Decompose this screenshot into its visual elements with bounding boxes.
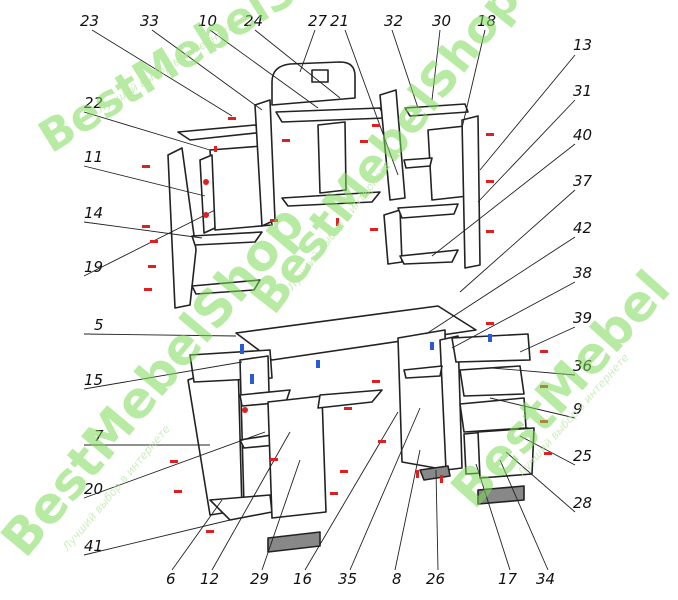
plinth-left <box>267 531 321 553</box>
callout-5: 5 <box>94 316 104 334</box>
plinth-mid <box>419 465 451 481</box>
callout-labels: 23 33 10 24 27 21 32 30 18 13 22 31 40 1… <box>80 12 593 588</box>
callout-19: 19 <box>84 258 103 276</box>
drawer-1 <box>451 333 531 363</box>
callout-26: 26 <box>426 570 445 588</box>
shelf-left-top <box>177 124 266 141</box>
shelf-left-2 <box>191 279 261 295</box>
left-base <box>209 494 273 521</box>
callout-35: 35 <box>338 570 357 588</box>
callout-42: 42 <box>573 219 592 237</box>
shelf-right-top <box>404 103 469 117</box>
callout-11: 11 <box>84 148 103 166</box>
callout-9: 9 <box>573 400 583 418</box>
callout-27: 27 <box>308 12 328 30</box>
board-cutout <box>311 69 329 83</box>
callout-25: 25 <box>573 447 592 465</box>
fasteners-red <box>142 117 552 533</box>
callout-10: 10 <box>198 12 217 30</box>
callout-21: 21 <box>330 12 349 30</box>
callout-33: 33 <box>140 12 159 30</box>
upper-middle-shelf <box>275 107 386 123</box>
callout-37: 37 <box>573 172 593 190</box>
left-pedestal-back <box>239 355 273 507</box>
plinth-right <box>477 485 525 505</box>
shelf-left-1 <box>191 231 263 246</box>
callout-29: 29 <box>250 570 269 588</box>
shelf-right-small <box>403 157 433 169</box>
callout-18: 18 <box>477 12 496 30</box>
callout-12: 12 <box>200 570 219 588</box>
callout-38: 38 <box>573 264 592 282</box>
right-shelf-1 <box>403 365 443 379</box>
fasteners-blue <box>240 334 492 384</box>
shelf-right-mid <box>397 203 459 219</box>
keyboard-shelf <box>317 389 383 409</box>
top-back-board <box>271 61 356 106</box>
drawer-2 <box>459 365 525 397</box>
drawing <box>83 29 576 571</box>
drawer-front-big <box>477 427 535 479</box>
upper-back-panel <box>317 121 347 194</box>
upper-right-side-2 <box>383 209 403 265</box>
callout-22: 22 <box>84 94 103 112</box>
upper-bottom-shelf <box>281 191 381 207</box>
right-pedestal-side <box>397 329 448 471</box>
callout-34: 34 <box>536 570 555 588</box>
callout-40: 40 <box>573 126 592 144</box>
callout-17: 17 <box>498 570 518 588</box>
callout-36: 36 <box>573 357 592 375</box>
leader-lines <box>83 29 576 571</box>
callout-20: 20 <box>84 480 103 498</box>
callout-14: 14 <box>84 204 103 222</box>
callout-28: 28 <box>573 494 592 512</box>
callout-7: 7 <box>94 427 104 445</box>
left-door <box>267 395 327 519</box>
drawer-3 <box>459 397 527 433</box>
callout-6: 6 <box>166 570 176 588</box>
callout-8: 8 <box>392 570 402 588</box>
callout-32: 32 <box>384 12 403 30</box>
callout-31: 31 <box>573 82 592 100</box>
shelf-right-low <box>399 249 459 265</box>
callout-30: 30 <box>432 12 451 30</box>
callout-23: 23 <box>80 12 99 30</box>
panel-left-side <box>167 147 197 309</box>
callout-16: 16 <box>293 570 312 588</box>
callout-39: 39 <box>573 309 592 327</box>
upper-right-side-1 <box>379 89 406 201</box>
callout-41: 41 <box>84 537 103 555</box>
cabinet-right-side <box>461 115 481 269</box>
left-pedestal-side <box>187 361 243 516</box>
callout-24: 24 <box>244 12 263 30</box>
cabinet-left-inner <box>199 154 216 234</box>
callout-13: 13 <box>573 36 592 54</box>
callout-15: 15 <box>84 371 103 389</box>
